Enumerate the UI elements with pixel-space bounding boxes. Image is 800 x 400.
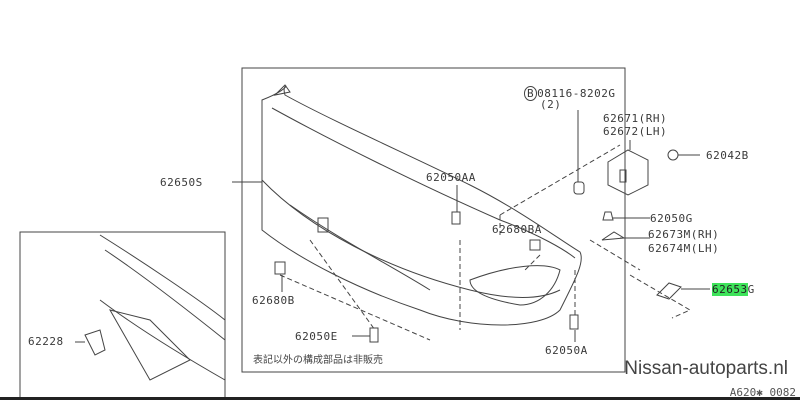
clip-aa-shape	[451, 211, 461, 225]
label-clip-g: 62050G	[650, 212, 693, 225]
bottom-bar	[0, 397, 800, 400]
bracket-ba-shape	[529, 239, 541, 251]
label-nut: 62042B	[706, 149, 749, 162]
label-bolt-qty: (2)	[540, 98, 562, 111]
label-bumper: 62650S	[160, 176, 203, 189]
label-seal-rh: 62673M(RH)	[648, 228, 720, 241]
bracket-assembly	[607, 149, 649, 196]
label-clip-aa: 62050AA	[426, 171, 476, 184]
watermark: Nissan-autoparts.nl	[624, 358, 788, 379]
clip-a-shape	[569, 314, 579, 330]
label-bracket-b: 62680B	[252, 294, 295, 307]
label-part-62653[interactable]: 62653G	[712, 283, 755, 296]
label-clip-a: 62050A	[545, 344, 588, 357]
main-assembly-box	[241, 67, 626, 373]
label-clip-e: 62050E	[295, 330, 338, 343]
leader-lines	[75, 110, 710, 343]
bolt-b-symbol: B	[524, 86, 538, 101]
clip-e-shape	[369, 327, 379, 343]
not-sold-note: 表記以外の構成部品は非販売	[253, 355, 383, 366]
label-bracket-ba: 62680BA	[492, 223, 542, 236]
clip-g-shape	[602, 211, 614, 221]
inset-box	[19, 231, 226, 397]
inset-bumper-detail	[84, 234, 226, 381]
label-bracket-rh: 62671(RH)	[603, 112, 668, 125]
part-62653-shape	[656, 282, 682, 300]
bumper-fascia	[261, 84, 582, 326]
label-bracket-lh: 62672(LH)	[603, 125, 668, 138]
nut-shape	[667, 149, 679, 161]
label-inset-part: 62228	[28, 335, 64, 348]
bolt-shape	[573, 181, 585, 195]
leader-dashes	[279, 144, 692, 341]
bracket-b-shape	[274, 261, 286, 275]
seal-shape	[601, 231, 626, 241]
diagram-code: A620✱ 0082	[729, 386, 796, 399]
label-seal-lh: 62674M(LH)	[648, 242, 720, 255]
